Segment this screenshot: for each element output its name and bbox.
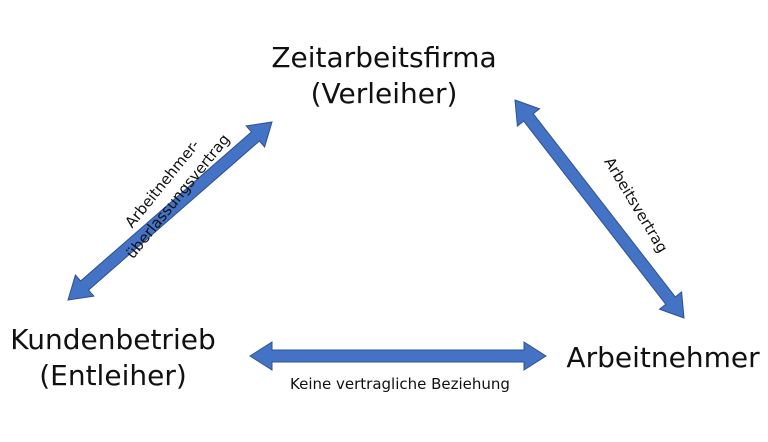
arrow-bottom-no-contract [249,341,547,371]
node-right-title: Arbeitnehmer [566,341,760,374]
node-top-subtitle: (Verleiher) [310,77,458,110]
node-arbeitnehmer: Arbeitnehmer [558,340,768,376]
node-kundenbetrieb: Kundenbetrieb (Entleiher) [0,322,226,394]
relation-label-bottom: Keine vertragliche Beziehung [250,374,550,394]
node-left-subtitle: (Entleiher) [39,359,187,392]
arrow-left-contract [67,121,273,301]
node-left-title: Kundenbetrieb [10,323,216,356]
node-zeitarbeitsfirma: Zeitarbeitsfirma (Verleiher) [234,40,534,112]
arrow-right-contract [514,99,685,319]
node-top-title: Zeitarbeitsfirma [271,41,497,74]
relation-bottom-line1: Keine vertragliche Beziehung [290,375,510,393]
